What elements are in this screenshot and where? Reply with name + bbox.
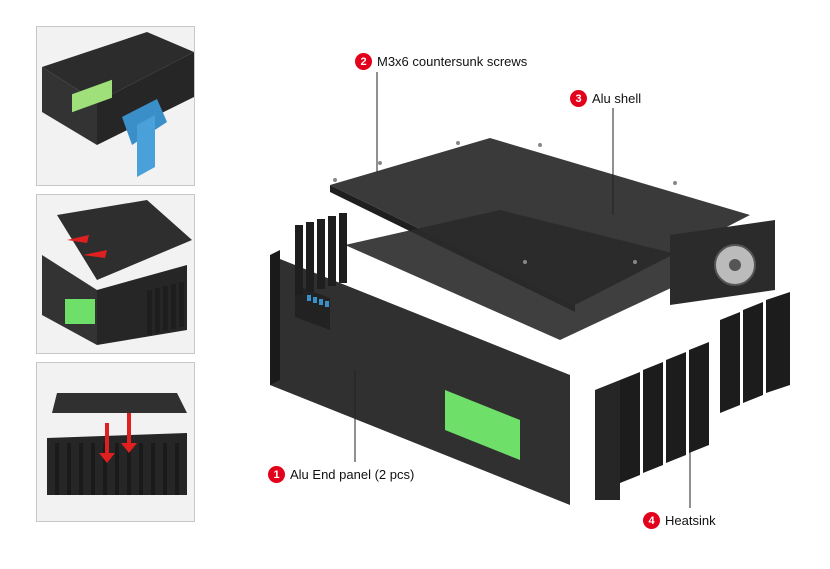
insert-panel-image bbox=[37, 363, 194, 521]
callout-number-badge: 3 bbox=[570, 90, 587, 107]
callout-heatsink: 4 Heatsink bbox=[643, 512, 716, 529]
thumbnail-assembled[interactable] bbox=[36, 26, 195, 186]
thumbnail-slide-shell[interactable] bbox=[36, 194, 195, 354]
slide-shell-image bbox=[37, 195, 194, 353]
callout-number-badge: 1 bbox=[268, 466, 285, 483]
callout-shell: 3 Alu shell bbox=[570, 90, 641, 107]
callout-number-badge: 2 bbox=[355, 53, 372, 70]
callout-number-badge: 4 bbox=[643, 512, 660, 529]
side-heatsink bbox=[620, 292, 790, 483]
callout-label: Alu shell bbox=[592, 91, 642, 106]
callout-label: Alu End panel (2 pcs) bbox=[290, 467, 415, 482]
display-window bbox=[445, 390, 520, 460]
callout-label: Heatsink bbox=[665, 513, 716, 528]
thumbnail-insert-panel[interactable] bbox=[36, 362, 195, 522]
callout-label: M3x6 countersunk screws bbox=[377, 54, 528, 69]
rear-heatsink bbox=[295, 213, 347, 295]
exploded-enclosure-diagram bbox=[200, 0, 830, 564]
callout-end-panel: 1 Alu End panel (2 pcs) bbox=[268, 466, 414, 483]
assembled-enclosure-image bbox=[37, 27, 194, 185]
callout-screws: 2 M3x6 countersunk screws bbox=[355, 53, 527, 70]
